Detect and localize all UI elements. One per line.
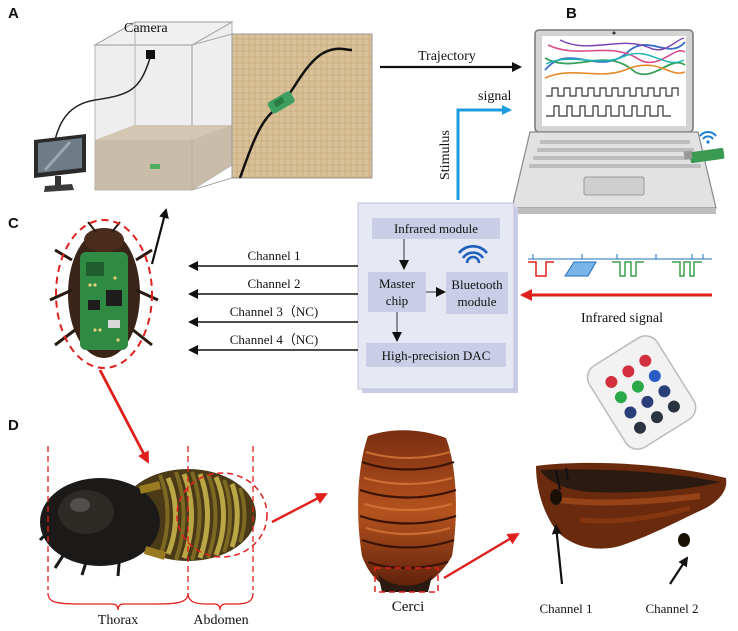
channel-1-bottom-label: Channel 1 [539,601,592,616]
cockroach-body-photo [38,469,256,577]
camera-cable [54,57,151,141]
remote-control-icon [586,335,697,450]
cerci-closeup-photo [536,462,727,549]
thorax-brace [47,592,189,611]
bluetooth-dongle-icon [683,147,725,164]
infrared-module-box [372,218,500,239]
thorax-label: Thorax [98,613,138,628]
segment-divider-lines [47,446,254,590]
master-chip-line1: Master [379,276,416,291]
cerci-abdomen-photo [358,430,457,592]
cockroach-backpack-photo [49,221,159,358]
wifi-icon [699,131,717,144]
panel-label-b: B [566,5,577,22]
channel-arrows [188,261,358,355]
zoom-arrow-to-cerci-closeup [443,532,520,580]
panel-label-c: C [8,215,19,232]
dac-label: High-precision DAC [382,348,491,363]
master-chip-line2: chip [386,293,408,308]
laptop-icon [511,29,717,214]
module-wifi-icon [457,245,489,264]
abdomen-highlight-circle [176,472,268,558]
feedback-arrow [150,208,169,265]
infrared-module-label: Infrared module [394,221,478,236]
cerci-label: Cerci [392,599,424,615]
camera-icon [146,50,155,59]
bluetooth-module-line1: Bluetooth [451,277,503,292]
monitor-icon [34,134,86,192]
master-chip-box [368,272,426,312]
channel-1-label: Channel 1 [247,248,300,263]
panel-label-d: D [8,417,19,434]
signal-label: signal [478,89,512,104]
channel-2-label: Channel 2 [247,276,300,291]
channel-4-label: Channel 4（NC) [230,332,318,347]
channel-3-label: Channel 3（NC) [230,304,318,319]
bluetooth-module-line2: module [458,294,497,309]
stimulus-signal-arrow [456,105,512,200]
arena-box [93,21,234,191]
dac-box [366,343,506,367]
tiny-cockroach-in-arena [150,164,160,169]
zoom-arrow-c-to-d [98,369,150,464]
cockroach-highlight-circle [55,219,153,369]
abdomen-brace [187,592,254,611]
abdomen-label: Abdomen [193,613,248,628]
channel-2-bottom-label: Channel 2 [645,601,698,616]
channel-1-electrode-arrow [551,524,564,585]
infrared-signal-label: Infrared signal [581,311,663,326]
cerci-highlight-box [374,567,439,593]
infrared-waveform [528,254,712,277]
zoom-arrow-to-cerci [271,492,328,524]
trajectory-label: Trajectory [418,49,476,64]
stimulus-label: Stimulus [438,130,453,180]
control-module: Infrared module Master chip Bluetooth mo… [357,202,518,393]
panel-label-a: A [8,5,19,22]
bluetooth-module-box [446,272,508,314]
arena-zoom-view [231,33,373,179]
channel-2-electrode-arrow [669,556,689,585]
camera-label: Camera [124,21,168,36]
